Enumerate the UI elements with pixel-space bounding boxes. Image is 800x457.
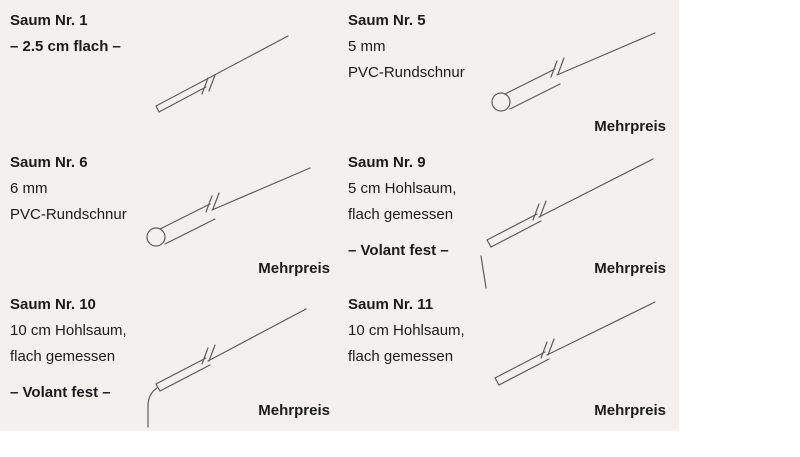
saum-desc-line: 6 mm <box>10 180 48 197</box>
saum-9-text: Saum Nr. 9 5 cm Hohlsaum, flach gemessen… <box>348 150 456 264</box>
saum-5-text: Saum Nr. 5 5 mm PVC-Rundschnur <box>348 8 465 86</box>
saum-title: Saum Nr. 6 <box>10 154 88 171</box>
saum-6-cell: Saum Nr. 6 6 mm PVC-Rundschnur Mehrpreis <box>0 142 340 284</box>
saum-desc-line: 5 cm Hohlsaum, <box>348 180 457 197</box>
saum-1-text: Saum Nr. 1 – 2.5 cm flach – <box>10 8 121 60</box>
saum-desc-line: flach gemessen <box>348 348 454 365</box>
saum-desc-line: 10 cm Hohlsaum, <box>10 322 127 339</box>
saum-note: – Volant fest – <box>10 384 111 401</box>
saum-desc-line: PVC-Rundschnur <box>348 64 465 81</box>
saum-note: – 2.5 cm flach – <box>10 38 121 55</box>
saum-10-text: Saum Nr. 10 10 cm Hohlsaum, flach gemess… <box>10 292 127 406</box>
saum-title: Saum Nr. 10 <box>10 296 96 313</box>
mehrpreis-label: Mehrpreis <box>594 402 666 419</box>
pvc-cord-icon <box>146 227 166 247</box>
saum-note: – Volant fest – <box>348 242 449 259</box>
mehrpreis-label: Mehrpreis <box>594 118 666 135</box>
saum-title: Saum Nr. 11 <box>348 296 434 313</box>
saum-desc-line: flach gemessen <box>10 348 116 365</box>
mehrpreis-label: Mehrpreis <box>258 402 330 419</box>
mehrpreis-label: Mehrpreis <box>258 260 330 277</box>
pvc-round-cord-hem-drawing-icon <box>491 32 656 112</box>
saum-6-text: Saum Nr. 6 6 mm PVC-Rundschnur <box>10 150 127 228</box>
pvc-cord-icon <box>491 92 511 112</box>
saum-desc-line: flach gemessen <box>348 206 454 223</box>
mehrpreis-label: Mehrpreis <box>594 260 666 277</box>
saum-9-cell: Saum Nr. 9 5 cm Hohlsaum, flach gemessen… <box>340 142 680 289</box>
hollow-hem-volant-drawing-icon <box>480 158 654 289</box>
saum-desc-line: 10 cm Hohlsaum, <box>348 322 465 339</box>
pvc-round-cord-hem-drawing-icon <box>146 167 311 247</box>
saum-10-cell: Saum Nr. 10 10 cm Hohlsaum, flach gemess… <box>0 284 340 430</box>
saum-5-cell: Saum Nr. 5 5 mm PVC-Rundschnur Mehrpreis <box>340 0 680 142</box>
saum-desc-line: PVC-Rundschnur <box>10 206 127 223</box>
saum-title: Saum Nr. 5 <box>348 12 426 29</box>
saum-desc-line: 5 mm <box>348 38 386 55</box>
hollow-hem-volant-drawing-icon <box>147 308 307 428</box>
saum-11-text: Saum Nr. 11 10 cm Hohlsaum, flach gemess… <box>348 292 465 370</box>
hollow-hem-drawing-icon <box>494 301 656 386</box>
saum-title: Saum Nr. 9 <box>348 154 426 171</box>
saum-11-cell: Saum Nr. 11 10 cm Hohlsaum, flach gemess… <box>340 284 680 430</box>
saum-title: Saum Nr. 1 <box>10 12 88 29</box>
saum-1-cell: Saum Nr. 1 – 2.5 cm flach – <box>0 0 340 142</box>
flat-hem-drawing-icon <box>155 35 289 113</box>
